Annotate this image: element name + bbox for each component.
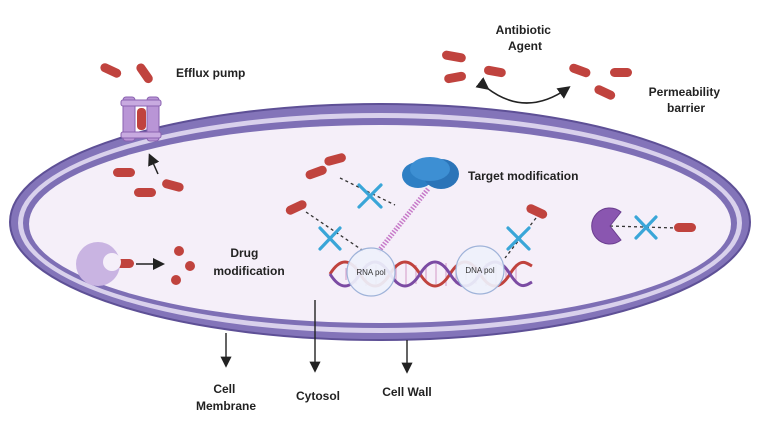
cell-wall-label: Cell Wall (382, 385, 432, 399)
antibiotic-pill-icon (610, 68, 632, 77)
antibiotic-pill-icon (444, 71, 466, 84)
antibiotic-pill-icon (526, 204, 548, 219)
antibiotic-pill-icon (594, 85, 616, 100)
cytosol (29, 125, 731, 323)
antibiotic-agent-label: Antibiotic Agent (496, 23, 555, 53)
efflux-pump-label: Efflux pump (176, 66, 245, 80)
drug-modification-enzyme (76, 242, 121, 286)
antibiotic-pill-icon (569, 63, 591, 78)
antibiotic-pill-icon (484, 65, 506, 78)
block-x-icon (506, 226, 531, 251)
permeability-double-arrow (475, 77, 571, 104)
cell-membrane-label: Cell Membrane (196, 382, 256, 413)
rna-pol-label: RNA pol (356, 268, 386, 277)
target-modification-label: Target modification (468, 169, 578, 183)
mrna-strand (376, 187, 430, 254)
block-markers (318, 183, 658, 251)
bottom-pointer-arrows (220, 300, 413, 374)
block-x-icon (318, 226, 342, 251)
drug-fragments (171, 246, 195, 285)
antibiotic-pill-icon (674, 223, 696, 232)
enzyme-icon (591, 207, 622, 245)
antibiotic-pill-icon (324, 153, 346, 166)
ribosome-icon (402, 157, 459, 189)
antibiotic-pill-icon (285, 200, 307, 215)
block-x-icon (634, 215, 658, 240)
efflux-pump-icon (120, 96, 162, 142)
antibiotic-pill-icon (113, 168, 135, 177)
permeability-barrier-label: Permeability barrier (649, 85, 724, 115)
dna-pol-label: DNA pol (465, 266, 495, 275)
cytosol-label: Cytosol (296, 389, 340, 403)
antibiotic-molecules (100, 50, 696, 268)
antibiotic-pill-icon (162, 179, 184, 192)
antibiotic-pill-icon (100, 63, 122, 78)
antibiotic-pill-icon (136, 63, 153, 84)
efflux-arrow (148, 153, 160, 175)
antibiotic-pill-icon (134, 188, 156, 197)
antibiotic-pill-icon (442, 50, 466, 63)
rna-polymerase (346, 247, 396, 297)
drug-modification-label: Drug modification (213, 246, 284, 278)
antibiotic-pill-icon (305, 165, 327, 180)
dna-polymerase (455, 245, 505, 295)
bacterial-cell (9, 103, 751, 341)
block-x-icon (357, 183, 383, 209)
